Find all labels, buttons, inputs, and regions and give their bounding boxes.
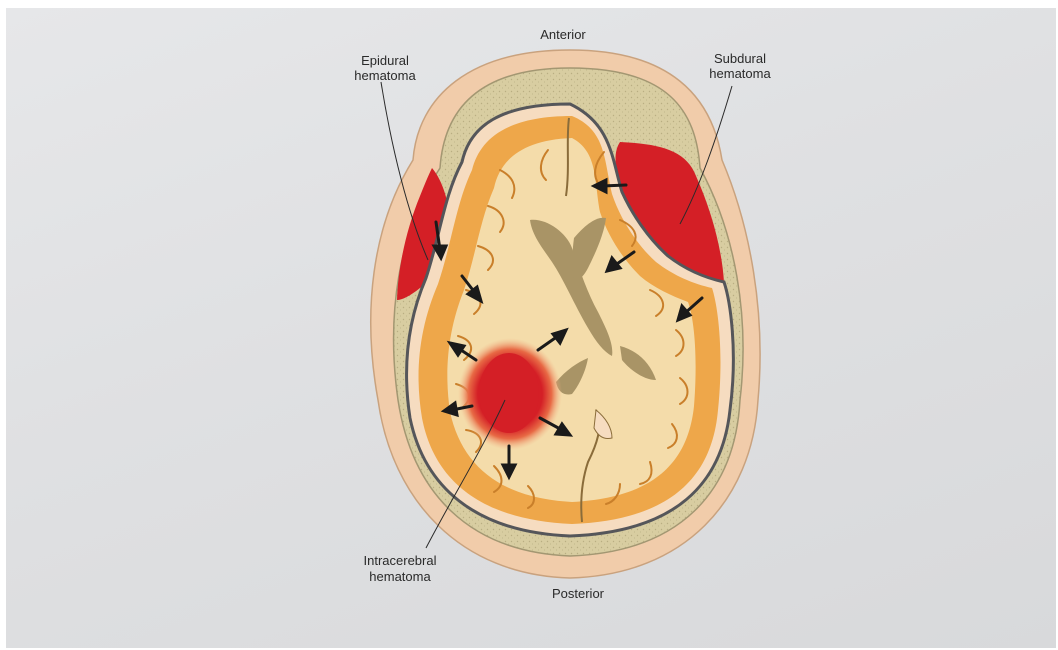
intracerebral-hematoma [479, 353, 539, 433]
label-epidural-2: hematoma [354, 68, 416, 83]
label-subdural-2: hematoma [709, 66, 771, 81]
label-subdural-1: Subdural [714, 51, 766, 66]
label-anterior: Anterior [540, 27, 586, 42]
label-posterior: Posterior [552, 586, 605, 601]
label-intracerebral-2: hematoma [369, 569, 431, 584]
label-epidural-1: Epidural [361, 53, 409, 68]
label-intracerebral-1: Intracerebral [364, 553, 437, 568]
